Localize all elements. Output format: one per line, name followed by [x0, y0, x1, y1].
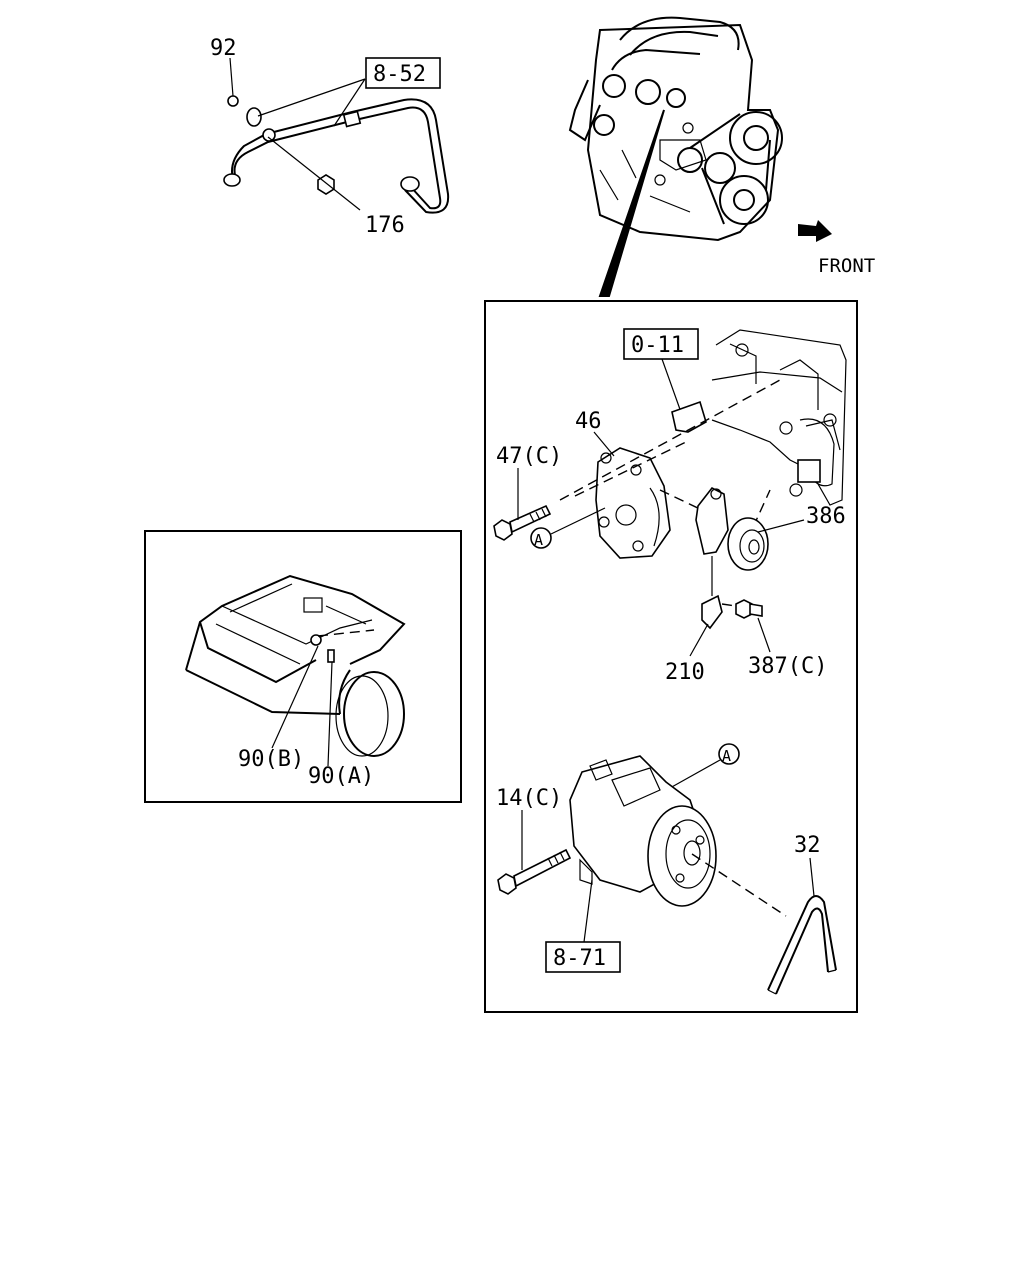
callout-47c: 47(C)	[496, 444, 562, 469]
callout-90b: 90(B)	[238, 747, 304, 772]
callout-176: 176	[365, 213, 405, 238]
marker-a-upper	[530, 527, 552, 549]
callout-box-8-52	[365, 57, 441, 89]
callout-386: 386	[806, 504, 846, 529]
marker-a-upper-label: A	[534, 531, 543, 549]
front-arrow-icon	[798, 220, 832, 242]
front-label: FRONT	[818, 255, 875, 277]
bolt-387c	[735, 599, 763, 619]
callout-90a: 90(A)	[308, 764, 374, 789]
callout-8-71: 8-71	[553, 946, 606, 971]
callout-210: 210	[665, 660, 705, 685]
idler-pulley	[695, 486, 769, 571]
clip-210	[701, 594, 723, 630]
compressor-bracket	[595, 447, 671, 559]
bolt-14c	[497, 848, 572, 895]
callout-387c: 387(C)	[748, 654, 827, 679]
inset-frame	[144, 530, 462, 803]
callout-0-11: 0-11	[631, 333, 684, 358]
mount-plate	[671, 400, 707, 433]
detail-frame	[484, 300, 858, 1013]
callout-box-8-71	[545, 941, 621, 973]
vehicle-illustration	[185, 574, 406, 757]
engine-section	[711, 329, 847, 506]
callout-92: 92	[210, 36, 237, 61]
marker-a-lower	[718, 743, 740, 765]
bolt-47c	[493, 504, 552, 541]
callout-14c: 14(C)	[496, 786, 562, 811]
engine-illustration	[568, 16, 783, 297]
drive-belt	[767, 895, 837, 995]
marker-a-lower-label: A	[722, 747, 731, 765]
callout-32: 32	[794, 833, 821, 858]
ac-compressor	[569, 755, 717, 907]
callout-8-52: 8-52	[373, 62, 426, 87]
callout-box-0-11	[623, 328, 699, 360]
callout-46: 46	[575, 409, 602, 434]
hose-assembly	[223, 57, 450, 214]
